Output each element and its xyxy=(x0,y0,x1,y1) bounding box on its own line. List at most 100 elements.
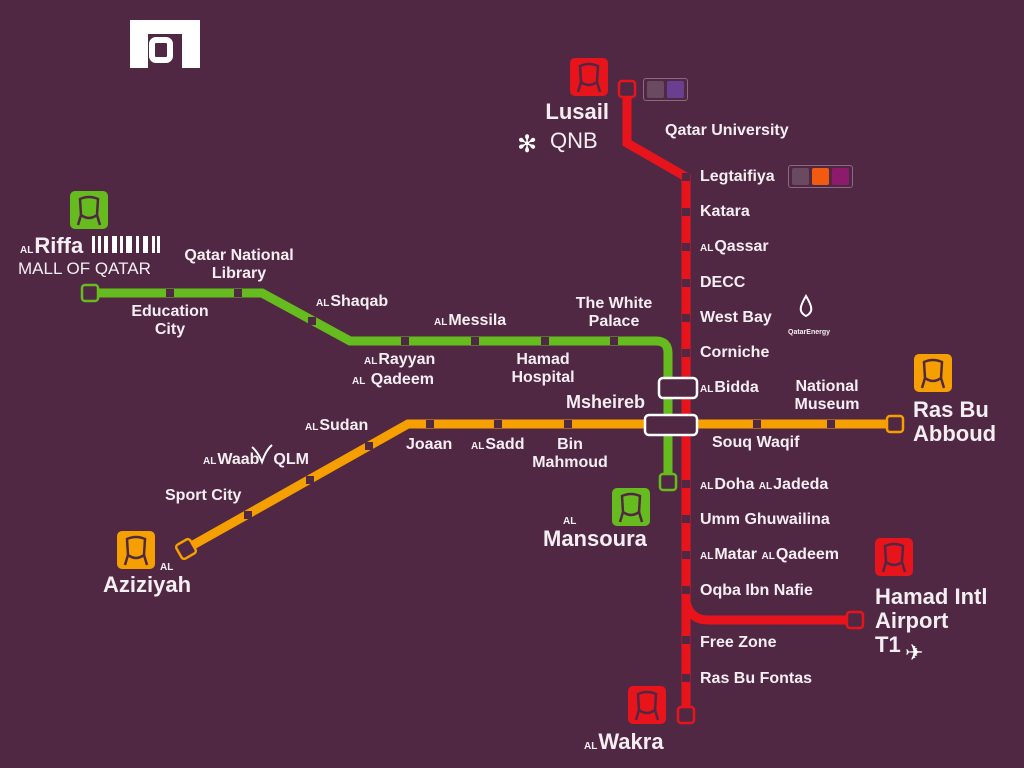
lrt-icon xyxy=(667,81,684,98)
station-dot xyxy=(308,317,316,325)
sponsor-mall-of-qatar: MALL OF QATAR xyxy=(18,259,151,278)
train-icon xyxy=(875,538,913,576)
station-dot xyxy=(244,511,252,519)
station-west-bay[interactable]: West Bay xyxy=(700,309,772,326)
terminus-lusail xyxy=(617,79,637,99)
sponsor-qatarenergy: QatarEnergy xyxy=(788,329,831,336)
station-dot xyxy=(682,314,690,322)
station-sport-city[interactable]: Sport City xyxy=(165,487,242,504)
station-dot xyxy=(827,420,835,428)
station-dot xyxy=(365,442,373,450)
station-dot xyxy=(401,337,409,345)
sponsor-qnb: QNB xyxy=(550,128,598,153)
gold-line xyxy=(183,419,895,553)
station-ras-bu-fontas[interactable]: Ras Bu Fontas xyxy=(700,670,813,687)
station-corniche[interactable]: Corniche xyxy=(700,344,770,361)
station-dot xyxy=(682,586,690,594)
station-legtaifiya[interactable]: Legtaifiya xyxy=(700,168,775,185)
station-free-zone[interactable]: Free Zone xyxy=(700,634,777,651)
sponsor-qlm: QLM xyxy=(273,451,309,468)
station-qatar-university[interactable]: Qatar University xyxy=(665,122,789,139)
station-dot xyxy=(682,515,690,523)
station-dot xyxy=(306,476,314,484)
station-katara[interactable]: Katara xyxy=(700,203,750,220)
doha-metro-logo xyxy=(130,20,200,68)
station-al-bidda[interactable]: ALBidda xyxy=(700,379,759,396)
station-dot xyxy=(166,289,174,297)
qnb-snowflake-icon: ✻ xyxy=(517,131,537,158)
station-dot xyxy=(682,349,690,357)
lrt-icon xyxy=(832,168,849,185)
qatarenergy-drop-icon xyxy=(799,294,813,318)
red-line xyxy=(622,89,691,715)
station-al-sadd[interactable]: ALSadd xyxy=(471,436,525,453)
tram-icon xyxy=(647,81,664,98)
station-markers xyxy=(166,139,835,682)
station-al-messila[interactable]: ALMessila xyxy=(434,312,507,329)
station-dot xyxy=(682,674,690,682)
qlm-logo-mark xyxy=(251,444,273,465)
station-dot xyxy=(753,420,761,428)
station-dot xyxy=(682,173,690,181)
interchange-msheireb xyxy=(643,413,699,437)
terminus-wakra xyxy=(676,705,696,725)
station-al-matar-al-qadeem[interactable]: ALMatar ALQadeem xyxy=(700,546,839,563)
train-icon xyxy=(914,354,952,392)
station-decc[interactable]: DECC xyxy=(700,274,746,291)
station-dot xyxy=(426,420,434,428)
terminus-airport xyxy=(845,610,865,630)
station-dot xyxy=(541,337,549,345)
terminus-riffa xyxy=(80,283,100,303)
station-dot xyxy=(682,208,690,216)
station-dot xyxy=(682,279,690,287)
train-icon xyxy=(628,686,666,724)
station-dot xyxy=(494,420,502,428)
station-al-doha-al-jadeda[interactable]: ALDoha ALJadeda xyxy=(700,476,829,493)
station-dot xyxy=(651,139,659,147)
station-dot xyxy=(234,289,242,297)
station-dot xyxy=(682,551,690,559)
station-dot xyxy=(682,480,690,488)
train-orange-icon xyxy=(812,168,829,185)
station-lusail[interactable]: Lusail xyxy=(545,99,609,124)
terminus-aziziyah xyxy=(174,537,198,561)
plane-icon: ✈ xyxy=(905,640,923,665)
station-oqba-ibn-nafie[interactable]: Oqba Ibn Nafie xyxy=(700,582,813,599)
station-dot xyxy=(682,243,690,251)
station-umm-ghuwailina[interactable]: Umm Ghuwailina xyxy=(700,511,830,528)
station-al-shaqab[interactable]: ALShaqab xyxy=(316,293,389,310)
station-al-sudan[interactable]: ALSudan xyxy=(305,417,369,434)
train-icon xyxy=(117,531,155,569)
train-icon xyxy=(612,488,650,526)
red-line-airport-branch xyxy=(681,600,855,625)
station-msheireb[interactable]: Msheireb xyxy=(566,392,646,412)
station-al-qassar[interactable]: ALQassar xyxy=(700,238,769,255)
station-al-riffa[interactable]: ALRiffa xyxy=(20,233,84,258)
station-dot xyxy=(610,337,618,345)
station-dot xyxy=(471,337,479,345)
train-icon xyxy=(70,191,108,229)
station-souq-waqif[interactable]: Souq Waqif xyxy=(712,434,800,451)
station-dot xyxy=(564,420,572,428)
station-al-wakra[interactable]: ALWakra xyxy=(584,729,664,754)
transfer-badges-lusail xyxy=(643,78,688,101)
station-joaan[interactable]: Joaan xyxy=(406,436,453,453)
tram-icon xyxy=(792,168,809,185)
green-line xyxy=(90,288,673,482)
transfer-badges-legtaifiya xyxy=(788,165,853,188)
train-icon xyxy=(570,58,608,96)
interchange-bidda xyxy=(657,376,699,400)
